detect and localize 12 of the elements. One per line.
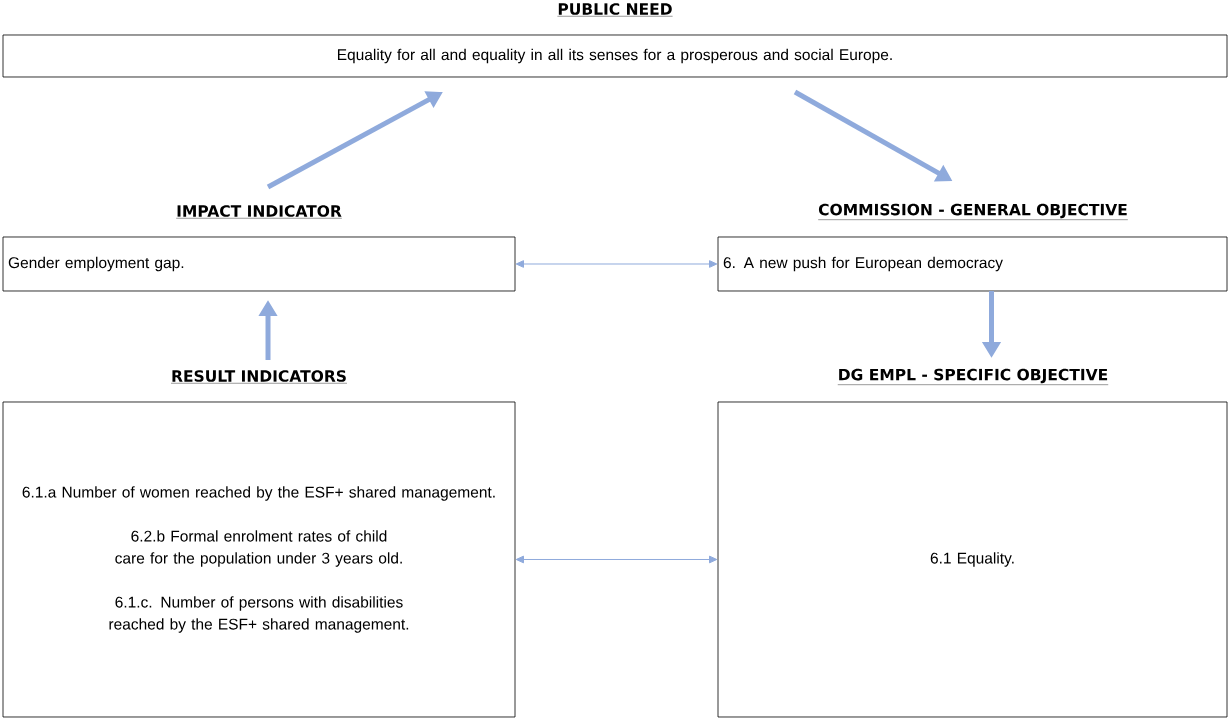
heading: COMMISSION - GENERAL OBJECTIVE [817,203,1129,220]
box-text: Equality for all and equality in all its senses for a prosperous and social Europe. [338,48,892,64]
heading: PUBLIC NEED [557,3,673,17]
box-text: Gender employment gap. [8,256,184,272]
heading: RESULT INDICATORS [170,370,348,384]
heading: DG EMPL - SPECIFIC OBJECTIVE [837,368,1109,385]
box-text: 6. A new push for European democracy [723,256,1003,272]
arrow [515,555,718,564]
heading: IMPACT INDICATOR [175,205,343,219]
arrow [515,260,718,268]
box-text: 6.1.a Number of women reached by the ESF+ shared management. 6.2.b Formal enrolment rates of child care for the population under 3 years old. 6.1.c. Number of persons with disabilities reached by the ESF+ shared management. [22,486,495,633]
box-text: 6.1 Equality. [930,552,1014,567]
